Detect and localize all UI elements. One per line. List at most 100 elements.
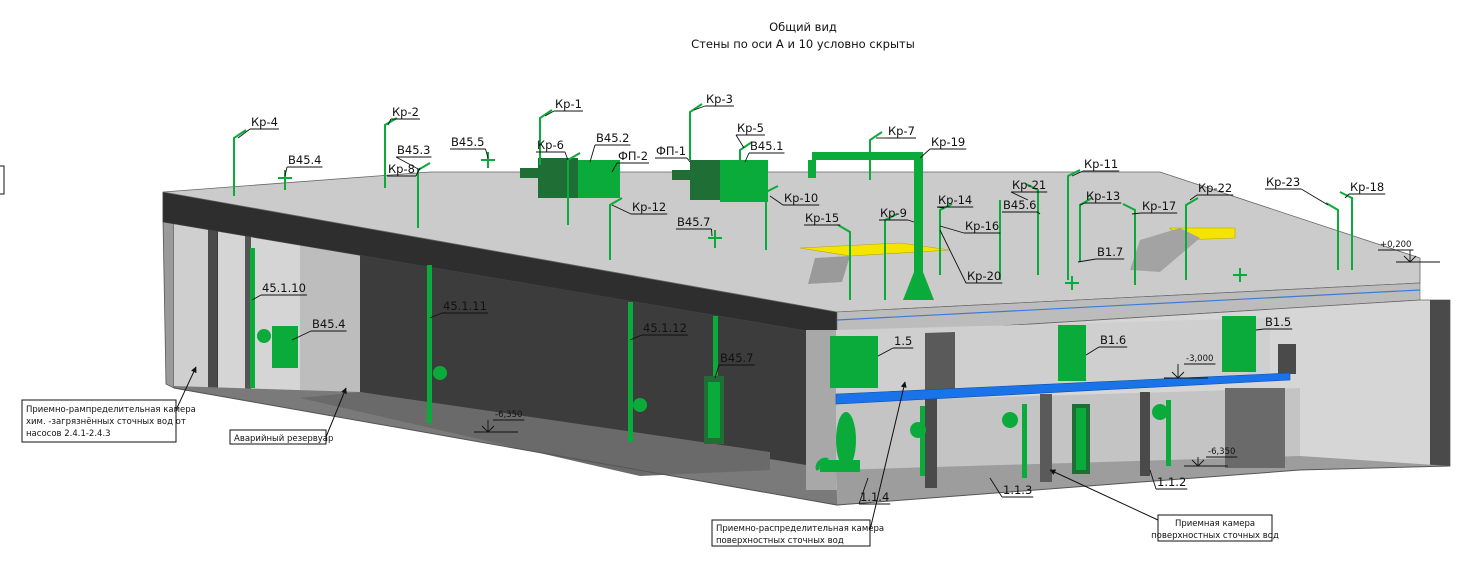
svg-text:В45.2: В45.2 [596,131,630,145]
callout-r113: 1.1.3 [989,477,1034,498]
partition [1040,394,1052,482]
callout-kp23: Кр-23 [1265,175,1329,206]
stair-right [1130,228,1200,272]
svg-text:Кр-20: Кр-20 [967,269,1001,283]
lamp-posts [233,103,1353,300]
svg-text:Кр-21: Кр-21 [1012,178,1046,192]
stair-left [808,256,850,284]
callout-b451: В45.1 [744,139,785,163]
svg-text:45.1.12: 45.1.12 [643,321,687,335]
level-mark-lvl3000: -3,000 [1164,354,1216,379]
svg-text:В1.5: В1.5 [1265,315,1291,329]
svg-text:Кр-13: Кр-13 [1086,189,1120,203]
svg-text:1.5: 1.5 [894,334,912,348]
callout-p4512: 45.1.12 [629,321,688,341]
svg-text:Кр-8: Кр-8 [388,162,415,176]
dark-opening [925,332,955,392]
svg-text:Кр-19: Кр-19 [931,135,965,149]
note-emergency-tank: Аварийный резервуар [229,387,347,445]
callout-kp20: Кр-20 [939,229,1003,284]
callout-r15: 1.5 [877,334,914,357]
title-line-1: Общий вид [769,20,837,34]
svg-text:Кр-4: Кр-4 [251,115,278,129]
wall-panel-light-2 [218,228,300,398]
svg-text:Кр-15: Кр-15 [805,211,839,225]
title-line-2: Стены по оси А и 10 условно скрыты [691,37,915,51]
svg-text:Кр-14: Кр-14 [938,193,972,207]
wall-panel-light-3 [300,240,360,398]
svg-text:Кр-7: Кр-7 [888,124,915,138]
callout-kp10: Кр-10 [769,191,820,206]
callout-b457: В45.7 [714,351,755,379]
svg-text:хим. -загрязнённых сточных вод: хим. -загрязнённых сточных вод от [26,417,186,427]
callout-kp14: Кр-14 [936,193,974,209]
callout-fp1: ФП-1 [655,144,691,163]
svg-text:Кр-10: Кр-10 [784,191,818,205]
callout-kp4: Кр-4 [237,115,279,139]
lower-floor [836,456,1450,505]
svg-text:В45.4: В45.4 [288,153,322,167]
svg-text:поверхностных сточных вод: поверхностных сточных вод [716,536,844,546]
callout-kp11: Кр-11 [1071,157,1120,177]
partition [1278,344,1296,374]
pillar [208,227,217,392]
svg-text:Приемно-рампределительная каме: Приемно-рампределительная камера [26,405,196,415]
svg-text:Кр-2: Кр-2 [392,105,419,119]
svg-text:-6,350: -6,350 [1208,447,1235,457]
left-frame-fragment [0,165,5,195]
svg-text:45.1.10: 45.1.10 [262,281,306,295]
callout-kp22: Кр-22 [1189,181,1234,201]
callout-kp6: Кр-6 [536,138,569,161]
svg-text:Кр-11: Кр-11 [1084,157,1118,171]
svg-text:В45.7: В45.7 [720,351,754,365]
svg-text:Кр-22: Кр-22 [1198,181,1232,195]
callout-b15: В1.5 [1255,315,1293,331]
interior-equipment [250,248,1256,478]
emergency-tank-floor [300,392,770,476]
fan-unit-fp2 [578,160,620,198]
svg-text:В1.6: В1.6 [1100,333,1126,347]
hydrant-crosses [278,152,1247,290]
callout-kp17: Кр-17 [1131,199,1178,215]
callout-p4511: 45.1.11 [429,299,488,319]
callout-kp13: Кр-13 [1079,189,1122,206]
callout-kp21: Кр-21 [1010,178,1048,201]
callout-r112: 1.1.2 [1149,469,1188,490]
callout-kp2: Кр-2 [387,105,420,126]
level-marks: +0,200-3,000-6,350-6,350 [474,240,1440,467]
svg-text:1.1.2: 1.1.2 [1157,475,1186,489]
note-surface-chamber: Приемно-распределительная камера поверхн… [711,381,907,547]
level-mark-lvl6350b: -6,350 [1184,447,1238,467]
svg-text:В45.3: В45.3 [397,143,431,157]
callout-kp5: Кр-5 [735,121,765,149]
svg-text:Кр-1: Кр-1 [555,97,582,111]
note-receiving-chamber: Приемная камера поверхностных сточных во… [1049,469,1279,542]
callout-kp16: Кр-16 [939,219,1001,234]
callout-b456: В45.6 [1002,198,1041,215]
svg-text:Приемно-распределительная каме: Приемно-распределительная камера [716,524,884,534]
fan-unit-fp2-dark [538,158,578,198]
svg-text:+0,200: +0,200 [1380,240,1411,250]
callout-b453: В45.3 [395,143,432,171]
callout-b16: В1.6 [1085,333,1128,356]
callout-kp3: Кр-3 [693,92,734,111]
svg-text:Кр-9: Кр-9 [880,206,907,220]
svg-text:В45.4: В45.4 [312,317,346,331]
svg-text:Кр-18: Кр-18 [1350,180,1384,194]
callout-kp12: Кр-12 [611,200,668,215]
svg-text:В45.5: В45.5 [451,135,485,149]
svg-text:Кр-12: Кр-12 [632,200,666,214]
svg-text:1.1.3: 1.1.3 [1003,483,1032,497]
svg-text:В45.6: В45.6 [1003,198,1037,212]
partition [1225,388,1285,468]
callout-r114: 1.1.4 [858,477,891,505]
wall-panel-light-1 [174,222,210,392]
partition [1140,392,1150,476]
callout-p4510: 45.1.10 [251,281,307,301]
svg-text:В45.7: В45.7 [677,215,711,229]
vent-pipe-horizontal [812,152,922,160]
callout-b455: В45.5 [450,135,489,159]
callout-kp15: Кр-15 [804,211,841,226]
svg-text:Кр-3: Кр-3 [706,92,733,106]
